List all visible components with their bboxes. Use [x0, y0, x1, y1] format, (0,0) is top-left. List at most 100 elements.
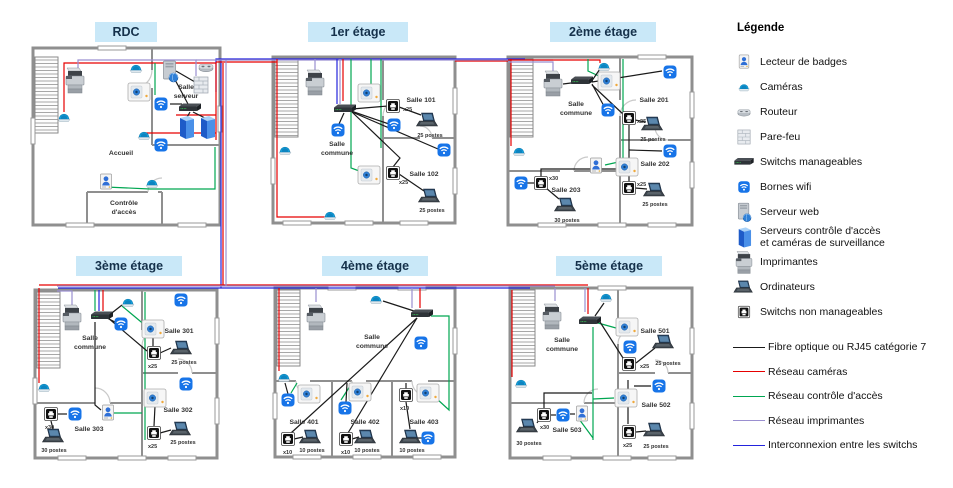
door-arc	[654, 359, 669, 374]
room-label: Salle 201	[639, 97, 668, 104]
legend-item-label: Switchs manageables	[760, 156, 863, 168]
line-sample	[733, 395, 765, 397]
legend-item-label: Imprimantes	[760, 256, 818, 268]
room-label: Contrôle	[110, 200, 138, 207]
wifi-icon	[414, 336, 428, 350]
rj45-icon	[622, 357, 636, 371]
legend-item: Switchs non manageables	[733, 300, 951, 324]
black-network-line	[345, 382, 348, 403]
stairs-steps	[277, 292, 300, 364]
black-network-line	[50, 420, 54, 430]
wifi-icon	[179, 377, 193, 391]
floor-title: 2ème étage	[569, 25, 637, 39]
window	[452, 87, 458, 115]
window	[597, 222, 627, 228]
rj45-icon	[534, 176, 548, 190]
webserver-icon	[163, 60, 179, 83]
black-network-line	[543, 392, 592, 408]
black-network-line	[545, 187, 560, 200]
wifi-icon	[623, 340, 637, 354]
black-network-line	[591, 83, 606, 109]
red-network-line	[508, 59, 601, 63]
window	[65, 222, 95, 228]
camera-icon	[323, 211, 337, 220]
floor-outline	[508, 286, 694, 460]
printer-icon	[306, 304, 326, 331]
black-network-line	[175, 70, 196, 83]
black-network-line	[635, 347, 656, 364]
legend-line-label: Réseau contrôle d'accès	[768, 390, 883, 402]
camera-icon	[369, 295, 383, 304]
room-label: Salle 303	[74, 426, 103, 433]
rj45-icon	[622, 181, 636, 195]
window	[292, 454, 322, 460]
purple-network-line	[77, 59, 197, 76]
floor-title-box	[322, 256, 428, 276]
room-label: x25	[403, 107, 412, 113]
camera-icon	[597, 62, 611, 71]
legend-item: Routeur	[733, 100, 951, 124]
laptop-icon	[515, 418, 539, 433]
badgepanel-icon	[127, 82, 151, 102]
legend-item: Switchs manageables	[733, 150, 951, 174]
line-sample	[733, 346, 765, 348]
room-label: x10	[283, 450, 292, 456]
room-label: Salle	[364, 334, 380, 341]
floor-etage-2	[506, 54, 695, 228]
firewall-icon	[193, 76, 209, 94]
legend-line-samples: Fibre optique ou RJ45 catégorie 7 Réseau …	[733, 341, 951, 451]
window	[214, 397, 220, 425]
room-label: 25 postes	[419, 208, 444, 214]
rj45-icon	[737, 305, 751, 319]
camera-icon	[145, 179, 159, 188]
window	[97, 45, 127, 51]
laptop-icon	[640, 116, 664, 131]
rj45-icon	[44, 407, 58, 421]
webserver-icon	[737, 202, 752, 222]
black-network-line	[106, 316, 148, 352]
black-network-line	[351, 111, 401, 168]
room-label: x25	[637, 119, 646, 125]
window	[689, 161, 695, 189]
room-label: Salle 203	[551, 187, 580, 194]
legend-line-label: Réseau imprimantes	[768, 414, 865, 427]
legend-line-item: Fibre optique ou RJ45 catégorie 7	[733, 341, 951, 353]
black-network-line	[398, 173, 425, 192]
wifi-icon	[114, 317, 128, 331]
line-sample	[733, 420, 765, 421]
laptop-icon	[642, 182, 666, 197]
room-label: commune	[321, 150, 353, 157]
legend-item: Pare-feu	[733, 125, 951, 149]
wifi-icon	[738, 181, 750, 193]
window	[647, 455, 677, 461]
legend-item-label: Caméras	[760, 81, 803, 93]
badgepanel-icon	[357, 83, 381, 103]
window	[352, 454, 382, 460]
red-network-line	[276, 59, 326, 218]
window	[689, 91, 695, 119]
rj45-icon	[386, 166, 400, 180]
floor-title: 5ème étage	[575, 259, 643, 273]
room-label: Salle	[554, 337, 570, 344]
black-network-line	[347, 317, 418, 434]
window	[689, 402, 695, 430]
green-network-line	[578, 418, 594, 439]
green-network-line	[290, 382, 298, 394]
legend-line-item: Réseau imprimantes	[733, 415, 951, 427]
room-label: 10 postes	[399, 448, 424, 454]
room-label: Salle 502	[641, 402, 670, 409]
floor-title-box	[556, 256, 662, 276]
wifi-icon	[663, 144, 677, 158]
black-network-line	[599, 321, 624, 359]
switch-icon	[734, 158, 754, 165]
wifi-icon	[338, 401, 352, 415]
window	[282, 220, 312, 226]
wifi-icon	[174, 293, 188, 307]
floor-title-box	[550, 22, 656, 42]
